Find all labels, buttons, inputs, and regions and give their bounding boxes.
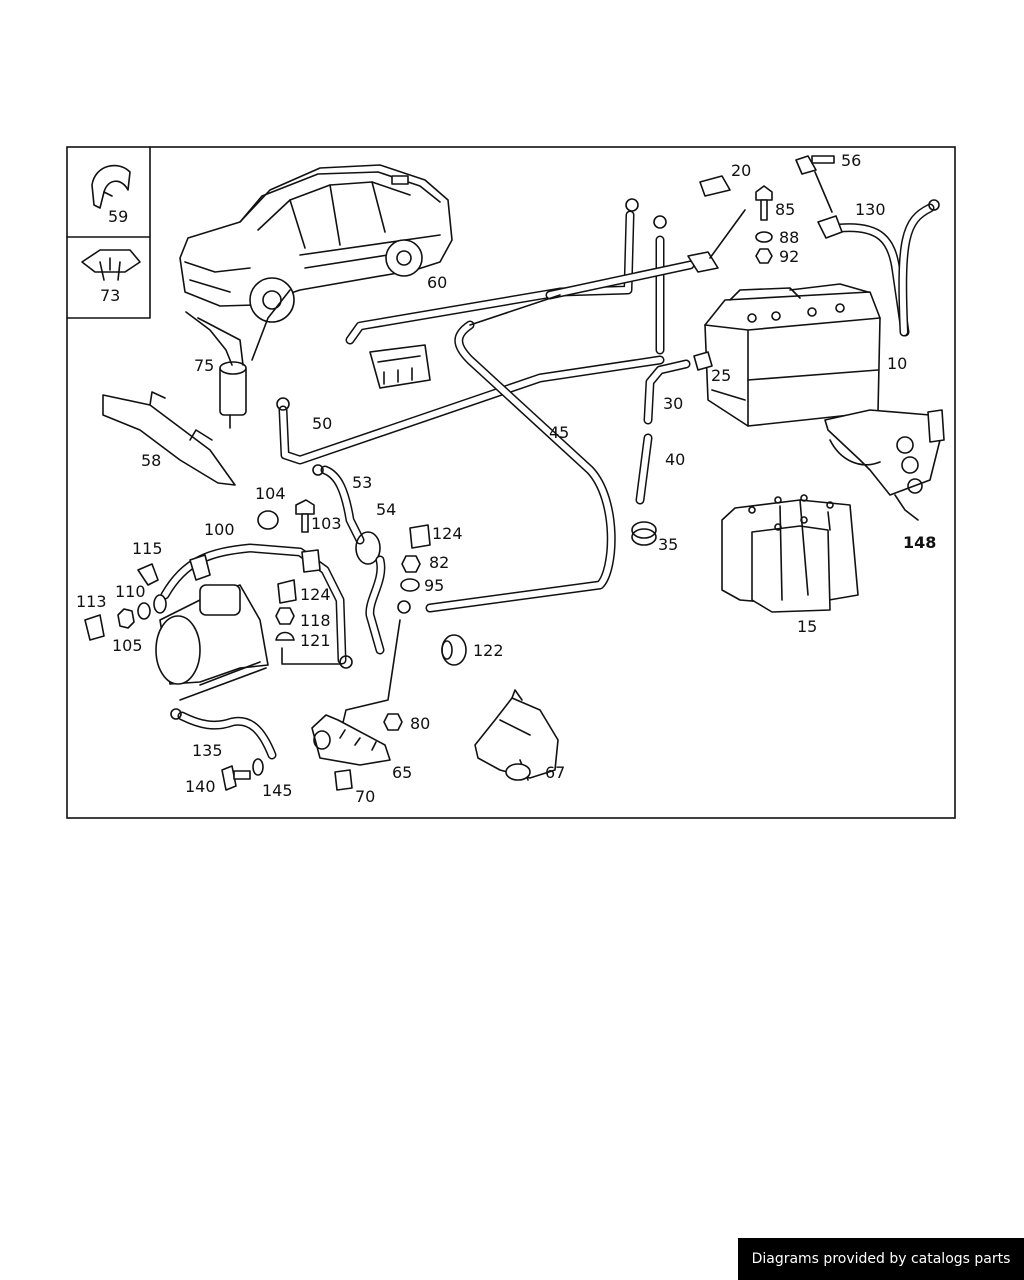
cable-50 bbox=[276, 209, 746, 465]
label-75: 75 bbox=[194, 356, 214, 375]
nut-82-part bbox=[401, 555, 421, 573]
relay-75-part bbox=[185, 289, 291, 429]
label-70: 70 bbox=[355, 787, 375, 806]
fuse-box-67-part bbox=[474, 689, 559, 781]
vent-hose-parts bbox=[631, 351, 713, 546]
label-67: 67 bbox=[545, 763, 565, 782]
terminal-block-65-part bbox=[311, 714, 391, 766]
footer-credit: Diagrams provided by catalogs parts bbox=[738, 1238, 1024, 1280]
label-54: 54 bbox=[376, 500, 396, 519]
bolt-56-part bbox=[795, 155, 835, 175]
label-121: 121 bbox=[300, 631, 331, 650]
clip-59-part bbox=[91, 164, 131, 209]
label-135: 135 bbox=[192, 741, 223, 760]
cap-124a-part bbox=[409, 524, 431, 549]
cap-124b-part bbox=[277, 579, 297, 604]
sleeve-70-part bbox=[334, 769, 353, 791]
washer-88-part bbox=[755, 231, 773, 243]
label-103: 103 bbox=[311, 514, 342, 533]
label-105: 105 bbox=[112, 636, 143, 655]
nut-105-part bbox=[117, 608, 135, 629]
label-104: 104 bbox=[255, 484, 286, 503]
label-148: 148 bbox=[903, 533, 936, 552]
clip-73-part bbox=[81, 249, 141, 281]
washer-145-part bbox=[252, 758, 264, 776]
battery-10-part bbox=[704, 283, 881, 427]
label-95: 95 bbox=[424, 576, 444, 595]
label-82: 82 bbox=[429, 553, 449, 572]
label-35: 35 bbox=[658, 535, 678, 554]
label-65: 65 bbox=[392, 763, 412, 782]
label-124a: 124 bbox=[432, 524, 463, 543]
nut-104-part bbox=[257, 510, 279, 530]
label-40: 40 bbox=[665, 450, 685, 469]
cable-135 bbox=[170, 708, 277, 760]
label-113: 113 bbox=[76, 592, 107, 611]
label-30: 30 bbox=[663, 394, 683, 413]
label-80: 80 bbox=[410, 714, 430, 733]
label-124b: 124 bbox=[300, 585, 331, 604]
cable-100 bbox=[153, 543, 353, 669]
label-118: 118 bbox=[300, 611, 331, 630]
label-50: 50 bbox=[312, 414, 332, 433]
label-60: 60 bbox=[427, 273, 447, 292]
part-labels: 59 73 20 56 85 130 88 92 60 10 25 75 30 … bbox=[76, 151, 936, 806]
label-100: 100 bbox=[204, 520, 235, 539]
label-59: 59 bbox=[108, 207, 128, 226]
washer-110-part bbox=[137, 602, 151, 620]
bracket-58-part bbox=[102, 391, 236, 486]
label-145: 145 bbox=[262, 781, 293, 800]
label-115: 115 bbox=[132, 539, 163, 558]
bushing-113-part bbox=[84, 614, 105, 641]
clip-95-part bbox=[400, 578, 420, 592]
label-53: 53 bbox=[352, 473, 372, 492]
diagram-frame bbox=[66, 146, 956, 819]
clip-121-part bbox=[275, 631, 295, 641]
label-56: 56 bbox=[841, 151, 861, 170]
label-73: 73 bbox=[100, 286, 120, 305]
bolt-85-part bbox=[755, 185, 773, 221]
label-140: 140 bbox=[185, 777, 216, 796]
label-130: 130 bbox=[855, 200, 886, 219]
label-88: 88 bbox=[779, 228, 799, 247]
car-illustration bbox=[179, 164, 453, 323]
battery-cable-130 bbox=[814, 171, 940, 337]
label-25: 25 bbox=[711, 366, 731, 385]
label-92: 92 bbox=[779, 247, 799, 266]
clip-115-part bbox=[137, 563, 159, 586]
switch-148-part bbox=[824, 409, 945, 521]
label-45: 45 bbox=[549, 423, 569, 442]
label-10: 10 bbox=[887, 354, 907, 373]
label-20: 20 bbox=[731, 161, 751, 180]
nut-118-part bbox=[275, 607, 295, 625]
bolt-103-part bbox=[295, 499, 315, 533]
ring-122-part bbox=[441, 634, 467, 666]
cable-53 bbox=[312, 464, 365, 545]
label-85: 85 bbox=[775, 200, 795, 219]
cable-45 bbox=[397, 294, 616, 614]
nut-80-part bbox=[383, 713, 403, 731]
battery-cells-15-part bbox=[721, 494, 859, 613]
inset-boxes bbox=[66, 146, 151, 319]
label-58: 58 bbox=[141, 451, 161, 470]
label-15: 15 bbox=[797, 617, 817, 636]
bolt-140-part bbox=[221, 765, 251, 791]
clip-20-part bbox=[699, 175, 731, 197]
label-110: 110 bbox=[115, 582, 146, 601]
footer-text: Diagrams provided by catalogs parts bbox=[751, 1251, 1011, 1267]
cable-54 bbox=[355, 531, 386, 655]
label-122: 122 bbox=[473, 641, 504, 660]
nut-92-part bbox=[755, 248, 773, 264]
starter-motor-part bbox=[155, 584, 269, 701]
